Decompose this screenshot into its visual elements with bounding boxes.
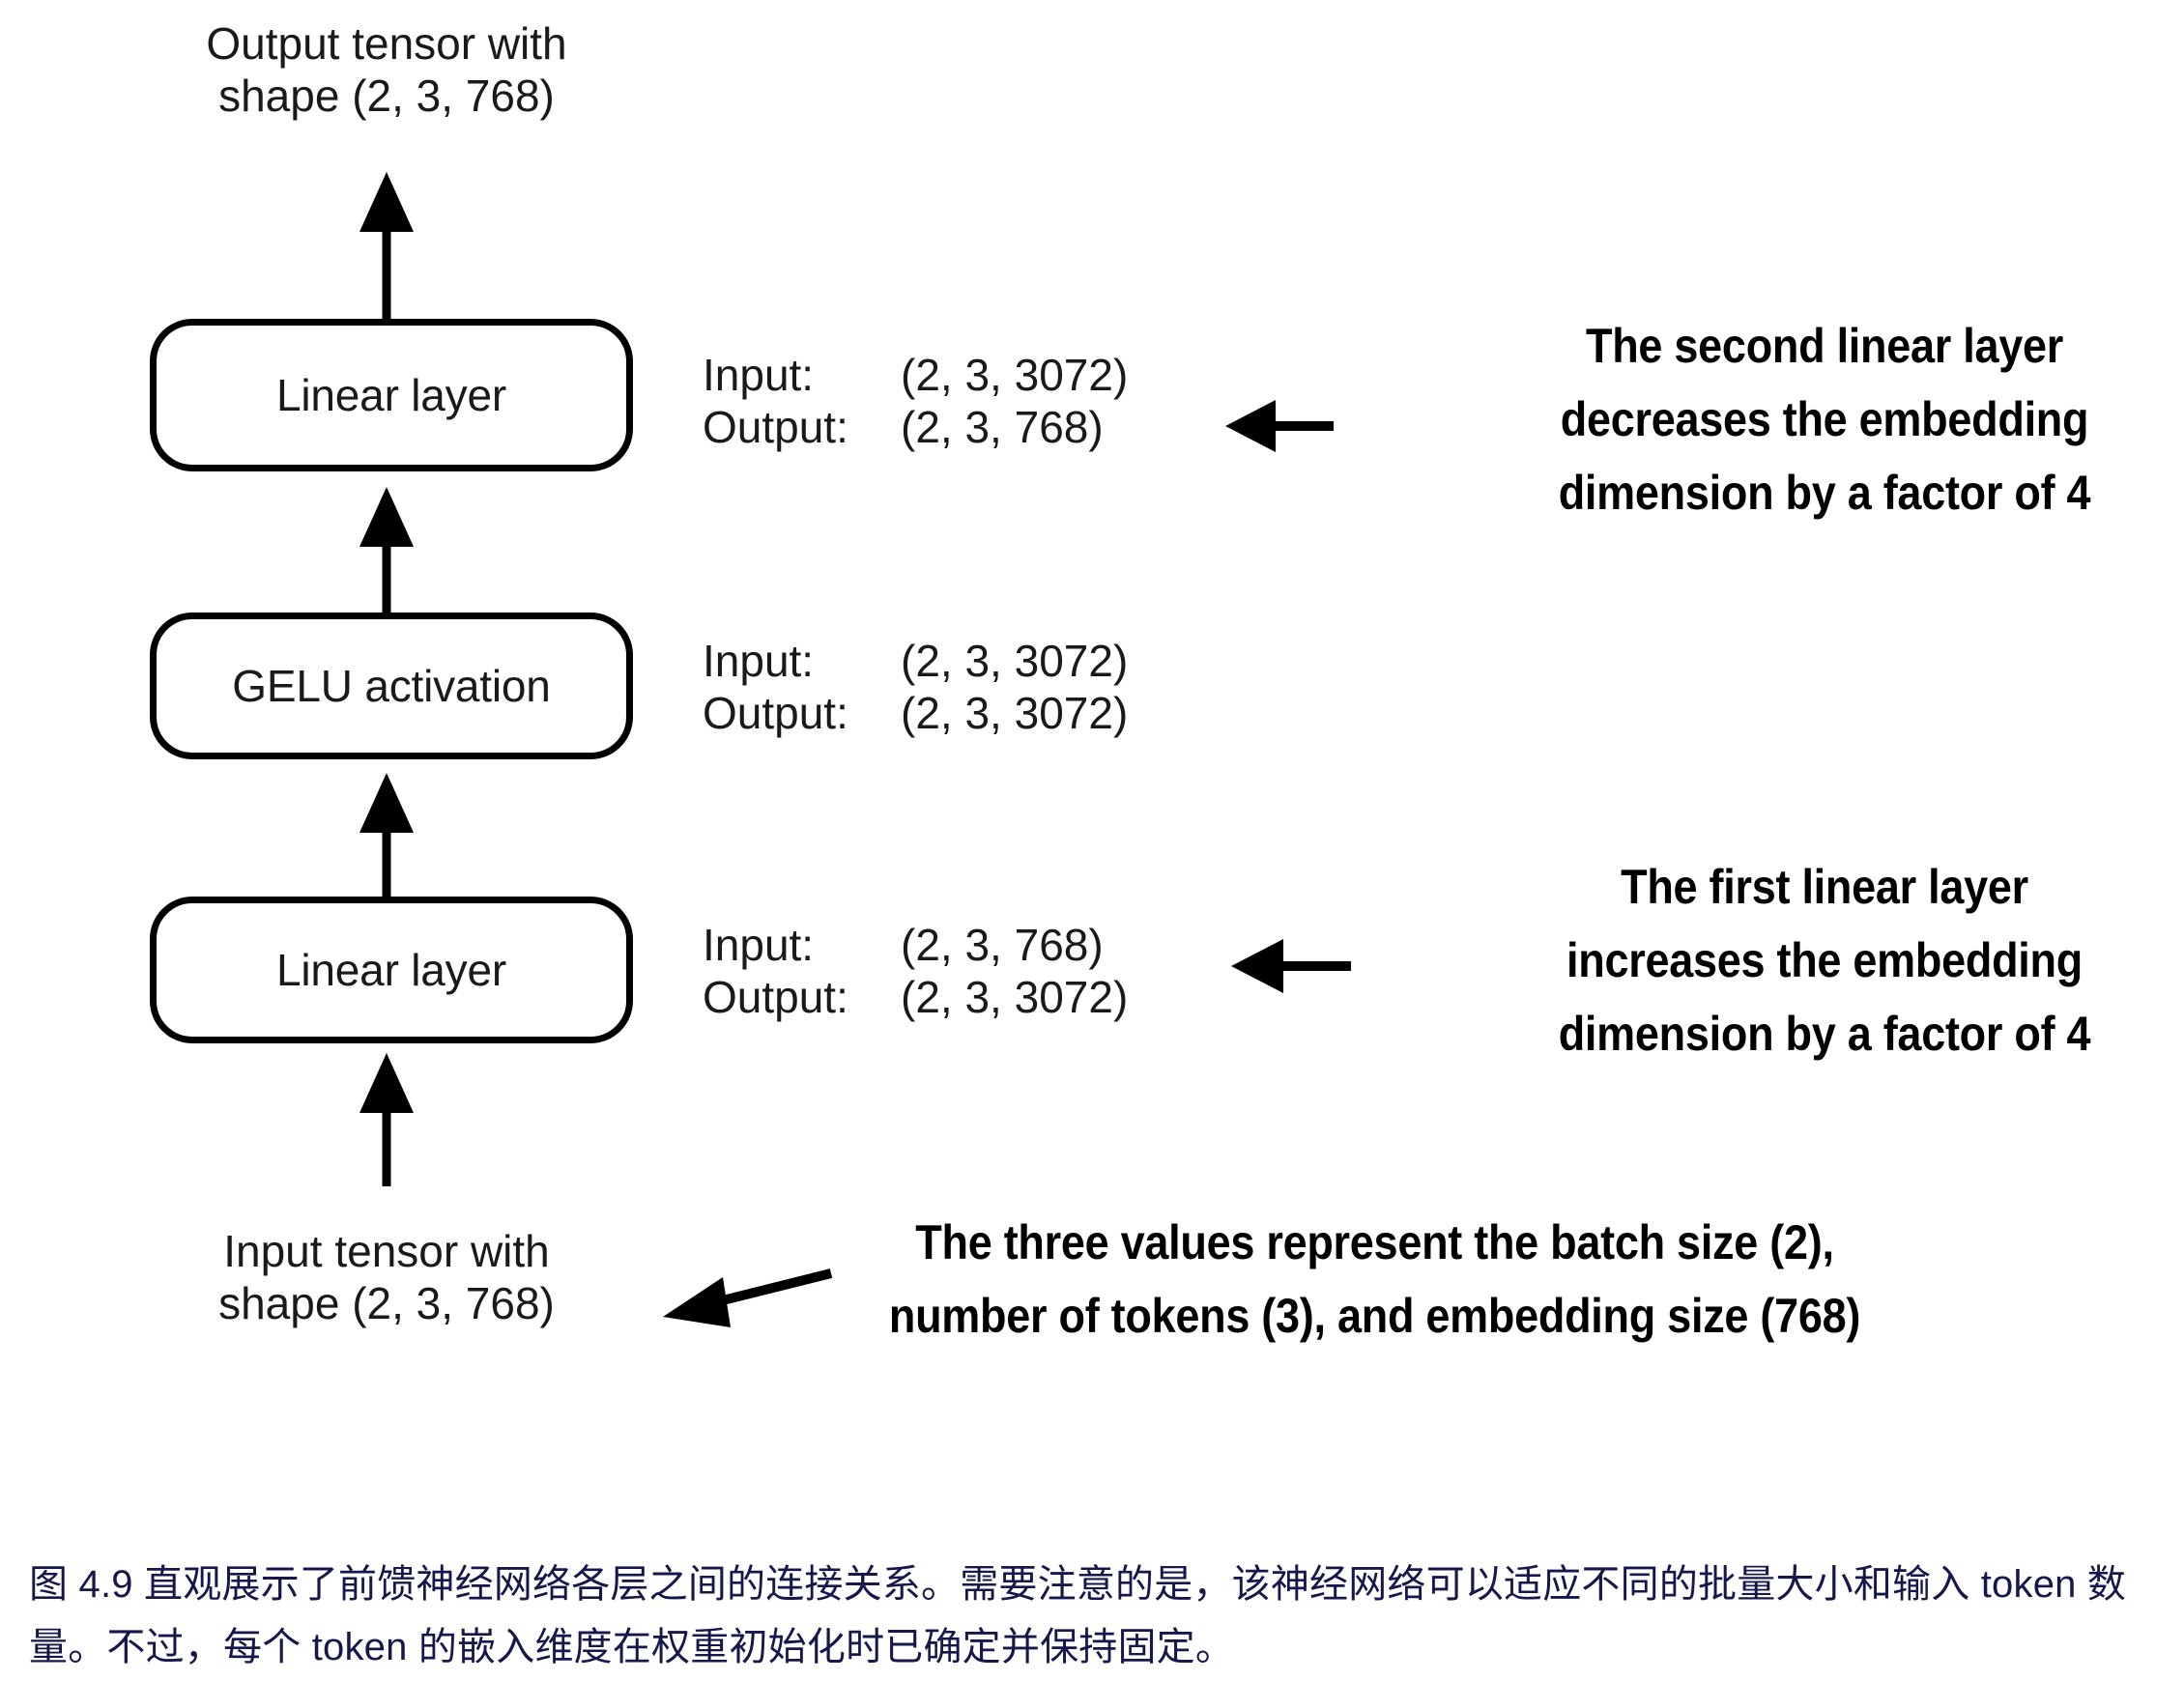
io-row-output: Output: (2, 3, 3072) <box>703 688 1128 740</box>
io-block-linear-second: Input: (2, 3, 3072) Output: (2, 3, 768) <box>703 350 1128 454</box>
io-row-input: Input: (2, 3, 3072) <box>703 350 1128 402</box>
output-tensor-label: Output tensor with shape (2, 3, 768) <box>206 18 567 122</box>
node-linear-layer-second-label: Linear layer <box>276 370 506 420</box>
io-output-key: Output: <box>703 401 848 452</box>
annotation-first-linear: The first linear layer increases the emb… <box>1558 860 2091 1061</box>
arrow-gelu-to-linear2 <box>359 487 414 613</box>
io-row-input: Input: (2, 3, 768) <box>703 920 1128 972</box>
arrow-linear1-to-gelu <box>359 773 414 897</box>
node-gelu-activation[interactable]: GELU activation <box>150 613 633 759</box>
io-row-input: Input: (2, 3, 3072) <box>703 636 1128 688</box>
annotation-second-linear: The second linear layer decreases the em… <box>1558 319 2091 520</box>
io-output-key: Output: <box>703 971 848 1022</box>
io-input-key: Input: <box>703 920 815 970</box>
io-row-output: Output: (2, 3, 768) <box>703 402 1128 454</box>
annotation-three-values: The three values represent the batch siz… <box>888 1215 1861 1343</box>
io-input-key: Input: <box>703 350 815 400</box>
arrow-annotation-second-linear <box>1225 400 1334 452</box>
arrow-linear2-to-output <box>359 172 414 319</box>
node-gelu-activation-label: GELU activation <box>232 661 551 711</box>
node-linear-layer-second[interactable]: Linear layer <box>150 319 633 471</box>
io-output-value: (2, 3, 3072) <box>901 687 1129 738</box>
io-output-value: (2, 3, 3072) <box>901 971 1129 1022</box>
input-tensor-label: Input tensor with shape (2, 3, 768) <box>218 1226 555 1329</box>
arrow-annotation-three-values <box>663 1268 833 1327</box>
figure-caption: 图 4.9 直观展示了前馈神经网络各层之间的连接关系。需要注意的是，该神经网络可… <box>29 1563 2127 1668</box>
arrow-annotation-first-linear <box>1231 939 1351 993</box>
arrow-input-to-linear1 <box>359 1053 414 1186</box>
io-input-key: Input: <box>703 636 815 686</box>
io-block-gelu: Input: (2, 3, 3072) Output: (2, 3, 3072) <box>703 636 1128 740</box>
io-block-linear-first: Input: (2, 3, 768) Output: (2, 3, 3072) <box>703 920 1128 1024</box>
node-linear-layer-first-label: Linear layer <box>276 945 506 995</box>
node-linear-layer-first[interactable]: Linear layer <box>150 897 633 1043</box>
io-input-value: (2, 3, 3072) <box>901 636 1129 686</box>
io-input-value: (2, 3, 3072) <box>901 350 1129 400</box>
io-input-value: (2, 3, 768) <box>901 920 1104 970</box>
io-row-output: Output: (2, 3, 3072) <box>703 972 1128 1024</box>
io-output-value: (2, 3, 768) <box>901 401 1104 452</box>
io-output-key: Output: <box>703 687 848 738</box>
